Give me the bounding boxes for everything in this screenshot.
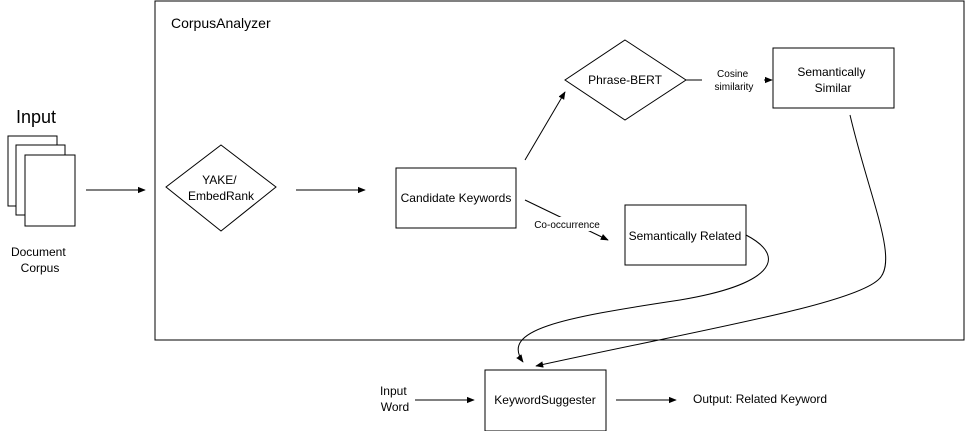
input-word-label: Input Word (380, 384, 410, 414)
container-title: CorpusAnalyzer (171, 15, 271, 31)
extractor-label-line: EmbedRank (188, 189, 255, 203)
cosine-label-bg (702, 66, 764, 96)
candidates-label: Candidate Keywords (401, 191, 512, 205)
edge-related-to-suggester (516, 234, 769, 363)
edge-similar-to-suggester (535, 114, 887, 368)
output-label: Output: Related Keyword (693, 392, 827, 406)
extractor-label: YAKE/ EmbedRank (188, 173, 255, 203)
input-word-line: Input (380, 384, 407, 398)
cosine-edge-label: Cosine similarity (715, 69, 754, 93)
input-caption-line: Document (11, 245, 66, 259)
cooccurrence-edge-label: Co-occurrence (534, 220, 600, 231)
suggester-label: KeywordSuggester (494, 393, 595, 407)
phrase-bert-label: Phrase-BERT (588, 73, 662, 87)
similar-label-line: Similar (815, 81, 852, 95)
cosine-edge-label-line: Cosine (717, 69, 749, 80)
suggester-node (484, 369, 607, 431)
similar-node (772, 47, 895, 109)
extractor-node (165, 144, 277, 232)
cooccurrence-label-bg (529, 217, 607, 231)
similar-label-line: Semantically (797, 65, 865, 79)
related-node (624, 204, 747, 266)
edge-candidates-to-phrase-bert (524, 91, 566, 161)
candidates-node (395, 167, 517, 229)
phrase-bert-node (564, 39, 687, 121)
input-caption-line: Corpus (21, 261, 60, 275)
extractor-label-line: YAKE/ (202, 173, 237, 187)
cosine-edge-label-line: similarity (715, 82, 754, 93)
related-label: Semantically Related (629, 229, 742, 243)
input-caption: Document Corpus (11, 245, 69, 275)
input-heading: Input (16, 107, 56, 127)
document-stack-icon (7, 135, 76, 227)
similar-label: Semantically Similar (797, 65, 868, 95)
input-word-line: Word (381, 400, 409, 414)
